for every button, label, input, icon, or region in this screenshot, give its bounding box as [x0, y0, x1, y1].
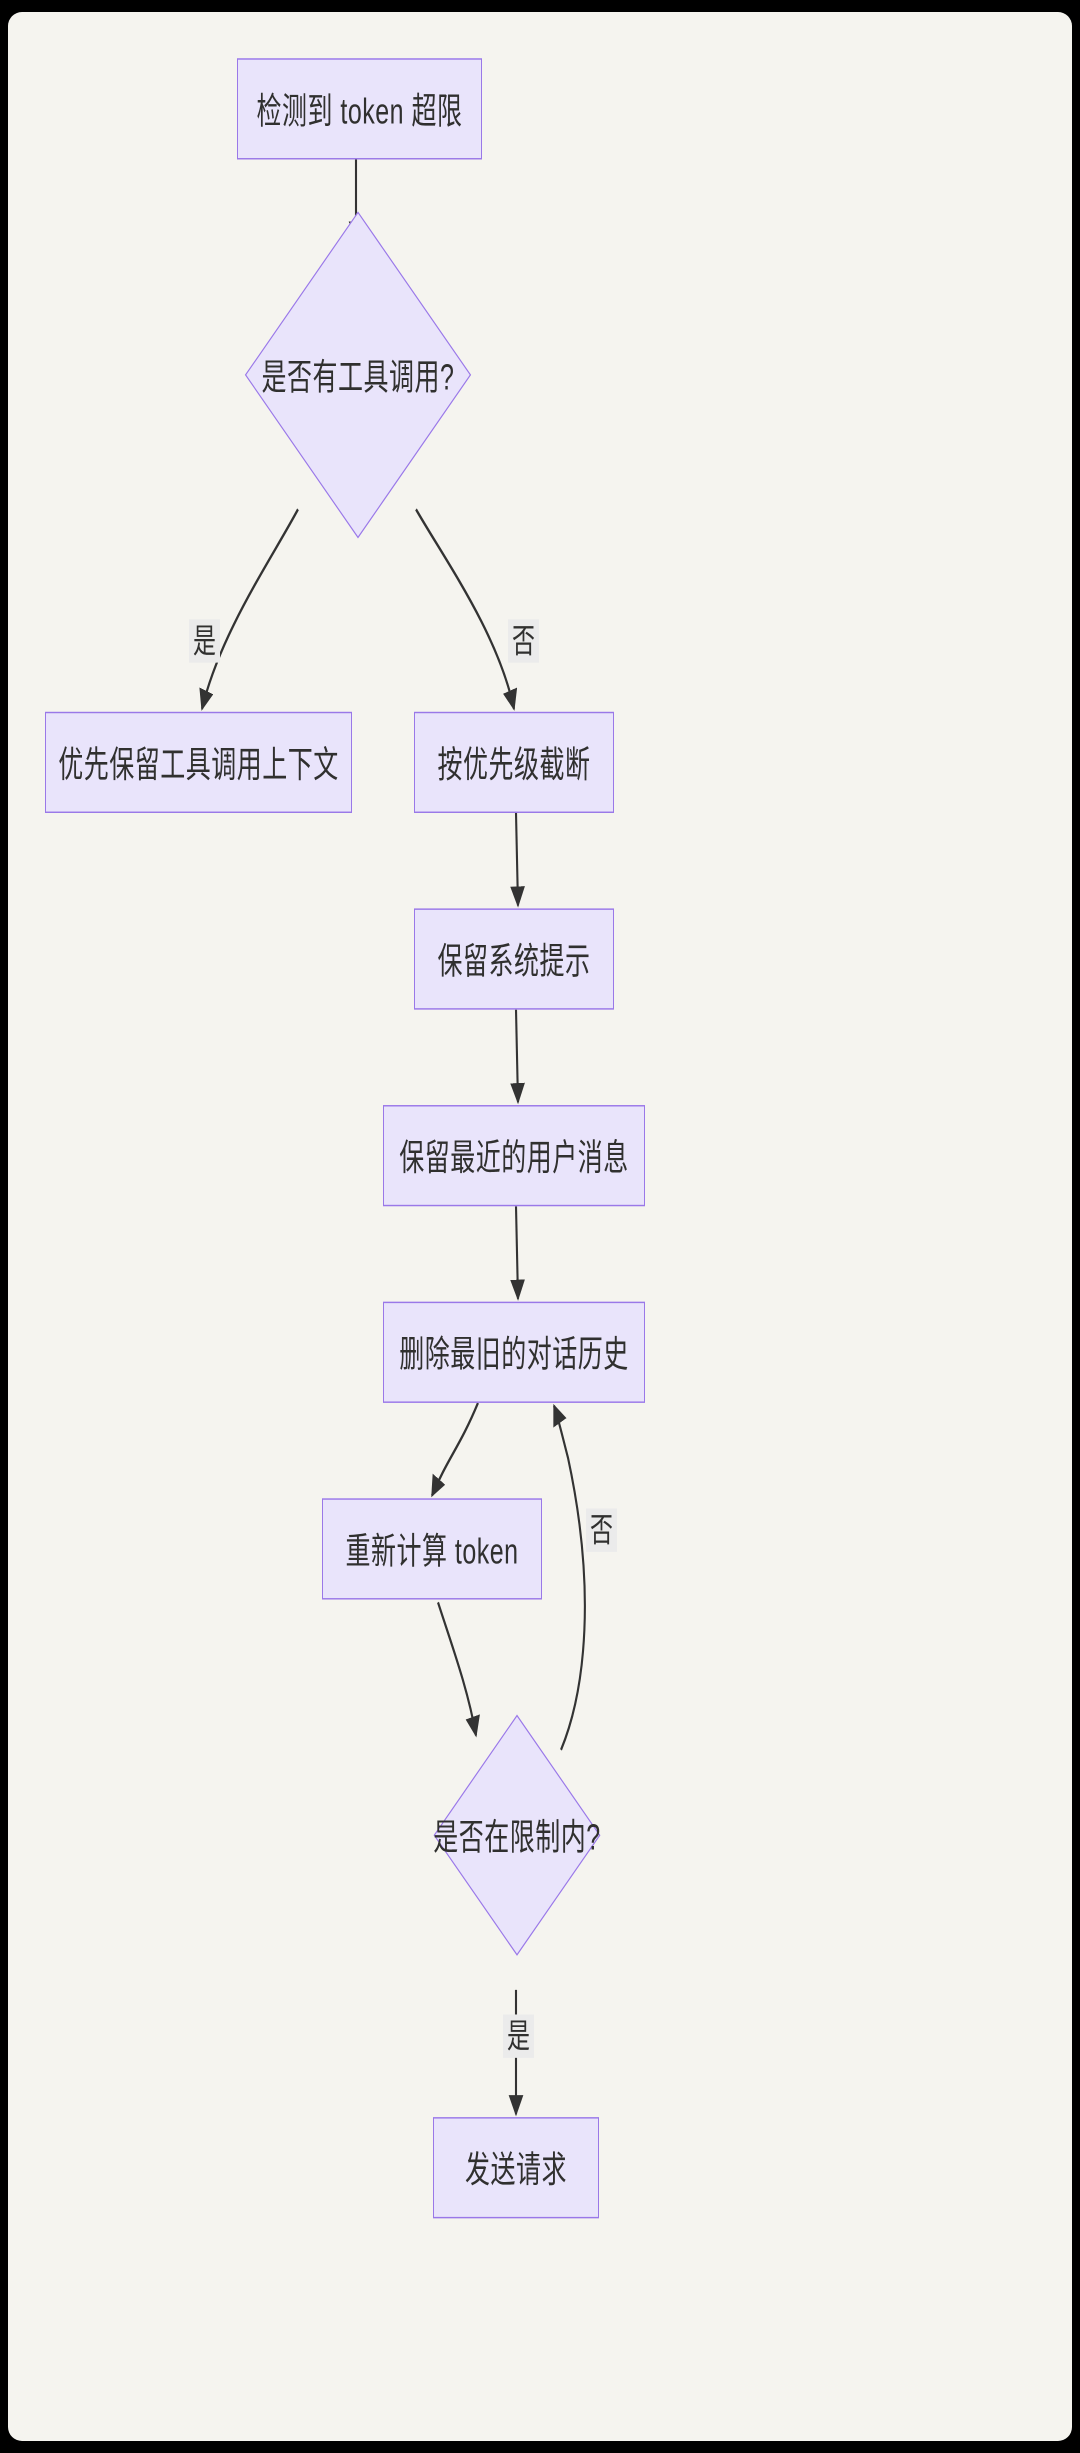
- node-label: 保留系统提示: [437, 941, 591, 983]
- edge-n5-n6: [510, 1009, 525, 1105]
- node-label: 优先保留工具调用上下文: [58, 745, 339, 786]
- edge-n9-n7-loop: [553, 1403, 586, 1751]
- node-delete-oldest-history[interactable]: 删除最旧的对话历史: [383, 1301, 645, 1403]
- node-label: 重新计算 token: [345, 1531, 519, 1573]
- node-keep-recent-user-messages[interactable]: 保留最近的用户消息: [383, 1105, 645, 1207]
- edge-n6-n7: [510, 1206, 525, 1301]
- node-preserve-tool-context[interactable]: 优先保留工具调用上下文: [45, 711, 352, 813]
- edge-label-yes-tool: 是: [189, 619, 220, 664]
- edge-label-final-yes: 是: [503, 2014, 534, 2059]
- node-label: 发送请求: [464, 2150, 567, 2191]
- diagram-frame: 检测到 token 超限 是否有工具调用? 是 否 优先保留工具调用上下文 按优…: [8, 12, 1072, 2441]
- node-within-limit-label: 是否在限制内?: [433, 1817, 601, 1859]
- edge-n4-n5: [510, 812, 525, 908]
- node-label: 检测到 token 超限: [256, 91, 463, 133]
- node-truncate-by-priority[interactable]: 按优先级截断: [414, 711, 614, 813]
- edge-label-loop-no: 否: [586, 1508, 617, 1553]
- edge-layer: [199, 158, 586, 2117]
- node-has-tool-call-label: 是否有工具调用?: [261, 357, 455, 399]
- node-label: 删除最旧的对话历史: [399, 1334, 629, 1376]
- edge-n7-n8: [431, 1402, 479, 1498]
- node-label: 按优先级截断: [437, 745, 591, 786]
- diagram-canvas: 检测到 token 超限 是否有工具调用? 是 否 优先保留工具调用上下文 按优…: [8, 12, 1072, 2441]
- edge-label-no-tool: 否: [508, 619, 539, 664]
- node-send-request[interactable]: 发送请求: [433, 2117, 599, 2219]
- node-recount-token[interactable]: 重新计算 token: [322, 1498, 542, 1600]
- edge-n2-n3: [199, 508, 299, 711]
- node-label: 保留最近的用户消息: [399, 1138, 629, 1179]
- edge-n8-n9: [437, 1601, 480, 1738]
- node-detect-token-overflow[interactable]: 检测到 token 超限: [237, 58, 482, 160]
- edge-n2-n4: [415, 508, 518, 711]
- node-keep-system-prompt[interactable]: 保留系统提示: [414, 908, 614, 1010]
